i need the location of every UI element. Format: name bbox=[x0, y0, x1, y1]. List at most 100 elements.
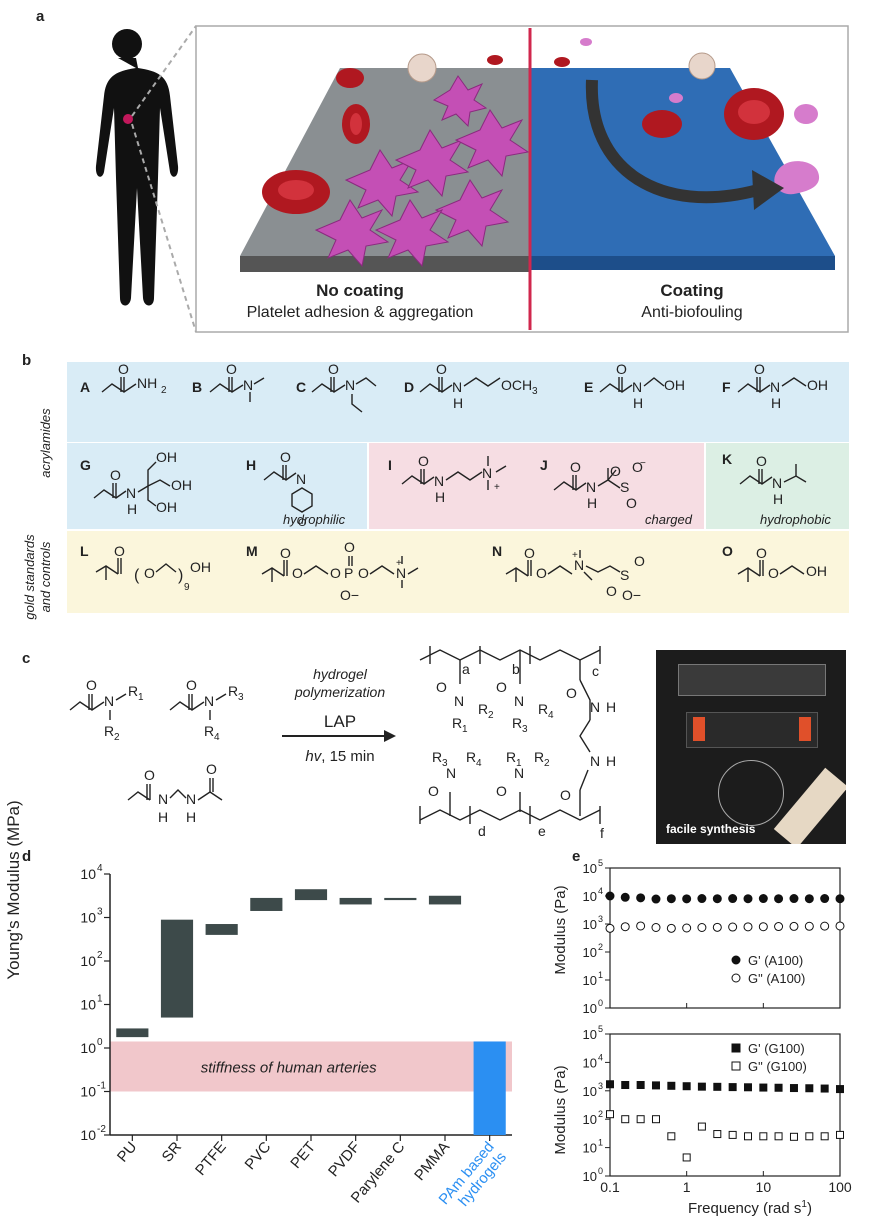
arrow-reagent: LAP bbox=[323, 712, 357, 731]
data-point bbox=[789, 1132, 798, 1141]
svg-text:N: N bbox=[590, 753, 600, 769]
svg-text:OH: OH bbox=[807, 377, 828, 393]
svg-text:O: O bbox=[606, 583, 617, 599]
arrow-label-polymerization: polymerization bbox=[294, 684, 386, 700]
photo-spacer-right bbox=[799, 717, 811, 741]
compound-n: N O O N + S O O− O bbox=[492, 543, 645, 603]
svg-text:P: P bbox=[344, 565, 353, 581]
data-point bbox=[651, 894, 661, 904]
data-point bbox=[666, 923, 676, 933]
svg-text:N: N bbox=[514, 693, 524, 709]
repel-arrow-head bbox=[752, 170, 784, 210]
svg-text:R: R bbox=[104, 723, 114, 739]
svg-text:N: N bbox=[590, 699, 600, 715]
y-tick-label: 10 bbox=[583, 1112, 597, 1127]
y-tick-exponent: 0 bbox=[598, 1166, 603, 1176]
arteries-band-label: stiffness of human arteries bbox=[201, 1059, 377, 1076]
data-point bbox=[774, 1083, 783, 1092]
crosslinker: O N H N H O bbox=[127, 761, 223, 825]
svg-text:O: O bbox=[206, 761, 217, 777]
svg-text:N: N bbox=[345, 377, 355, 393]
hydrophilic-region-bottom bbox=[67, 443, 367, 529]
coating-title: Coating bbox=[660, 281, 724, 300]
svg-text:O: O bbox=[110, 467, 121, 483]
svg-text:N: N bbox=[434, 473, 444, 489]
y-tick-label: 10 bbox=[583, 889, 597, 904]
svg-text:H: H bbox=[633, 395, 643, 411]
svg-text:d: d bbox=[478, 823, 486, 839]
no-coating-subtitle: Platelet adhesion & aggregation bbox=[246, 304, 474, 321]
svg-text:N: N bbox=[454, 693, 464, 709]
svg-text:2: 2 bbox=[161, 385, 167, 396]
hydrogel-photo: facile synthesis bbox=[656, 650, 846, 844]
hydrophobic-caption: hydrophobic bbox=[760, 512, 831, 527]
data-point bbox=[636, 1115, 645, 1124]
svg-text:O: O bbox=[280, 545, 291, 561]
data-point bbox=[697, 894, 707, 904]
data-point bbox=[667, 1081, 676, 1090]
data-point bbox=[621, 1115, 630, 1124]
svg-text:N: N bbox=[126, 485, 136, 501]
data-point bbox=[712, 894, 722, 904]
y-tick-label: 10 bbox=[583, 1084, 597, 1099]
svg-text:(: ( bbox=[134, 567, 140, 584]
data-point bbox=[697, 1082, 706, 1091]
svg-text:O: O bbox=[114, 543, 125, 559]
svg-text:B: B bbox=[192, 379, 202, 395]
svg-text:3: 3 bbox=[238, 692, 244, 703]
svg-text:O: O bbox=[118, 361, 129, 377]
data-point bbox=[835, 921, 845, 931]
x-tick-label-line: PU bbox=[114, 1139, 140, 1166]
data-point bbox=[605, 923, 615, 933]
bar-pet bbox=[294, 889, 328, 901]
data-point bbox=[651, 1115, 660, 1124]
svg-text:e: e bbox=[538, 823, 546, 839]
x-tick-label-line: PET bbox=[287, 1139, 319, 1172]
y-tick-label: 10 bbox=[583, 1027, 597, 1042]
x-tick-label: PMMA bbox=[411, 1139, 453, 1184]
hydrophobic-region bbox=[706, 443, 849, 529]
data-point bbox=[758, 894, 768, 904]
data-point bbox=[728, 894, 738, 904]
y-tick-exponent: 3 bbox=[598, 914, 603, 924]
svg-text:O: O bbox=[144, 767, 155, 783]
svg-text:M: M bbox=[246, 543, 258, 559]
data-point bbox=[605, 891, 615, 901]
svg-text:O: O bbox=[754, 361, 765, 377]
svg-text:2: 2 bbox=[544, 758, 550, 769]
platelet-aggregation bbox=[314, 75, 530, 268]
compound-f: F O N H OH bbox=[722, 361, 828, 411]
legend-label: G" (A100) bbox=[748, 971, 805, 986]
svg-text:N: N bbox=[574, 557, 584, 573]
arrow-conditions: hv, 15 min bbox=[270, 748, 410, 765]
white-blood-cell bbox=[407, 53, 437, 83]
data-point bbox=[820, 1132, 829, 1141]
bar-pmma bbox=[428, 895, 462, 905]
svg-text:N: N bbox=[204, 693, 214, 709]
data-point bbox=[759, 1083, 768, 1092]
data-point bbox=[682, 894, 692, 904]
data-point bbox=[728, 1083, 737, 1092]
svg-text:F: F bbox=[722, 379, 731, 395]
y-tick-label: 10 bbox=[583, 1055, 597, 1070]
y-tick-exponent: 0 bbox=[598, 998, 603, 1008]
human-silhouette bbox=[95, 29, 179, 306]
svg-text:O: O bbox=[496, 679, 507, 695]
panel-e-bottom-ylabel: Modulus (Pa) bbox=[552, 1065, 569, 1155]
y-tick-label: 10 bbox=[583, 973, 597, 988]
data-point bbox=[697, 1122, 706, 1131]
y-tick-exponent: 1 bbox=[97, 994, 103, 1005]
legend-marker bbox=[731, 1061, 741, 1071]
svg-text:O: O bbox=[86, 677, 97, 693]
svg-text:O: O bbox=[298, 517, 307, 529]
compound-e: E O N H OH bbox=[584, 361, 685, 411]
svg-text:N: N bbox=[186, 791, 196, 807]
data-point bbox=[682, 923, 692, 933]
y-tick-exponent: 2 bbox=[598, 942, 603, 952]
data-point bbox=[651, 922, 661, 932]
photo-spatula bbox=[773, 767, 846, 844]
svg-text:O: O bbox=[560, 787, 571, 803]
data-point bbox=[804, 921, 814, 931]
controls-region bbox=[67, 531, 849, 613]
